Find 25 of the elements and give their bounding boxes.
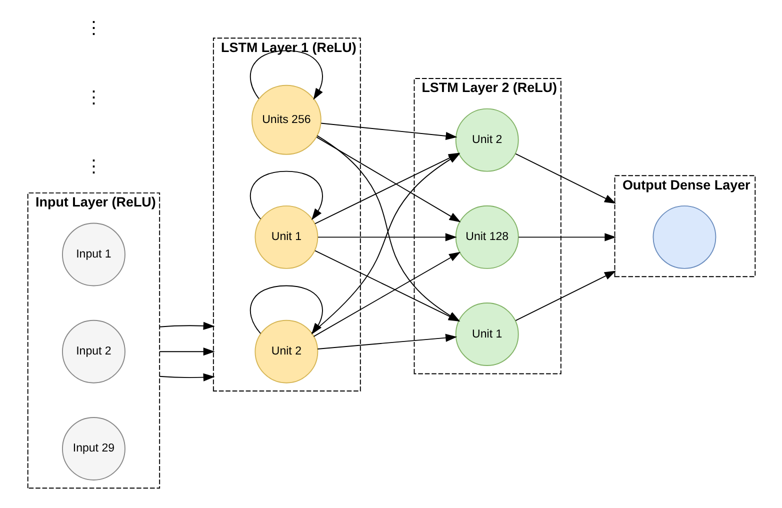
arrow [317,233,456,242]
arrow [316,334,457,350]
arrow [320,122,457,140]
node-circle: Unit 2 [454,108,518,172]
label: ⋮ [84,18,102,38]
node-circle: Unit 2 [254,320,318,384]
arrow [158,348,214,356]
node-circle [652,205,716,269]
arrow [249,170,322,220]
arrow [514,270,616,322]
node-circle: Units 256 [251,84,321,155]
label: ⋮ [84,86,102,107]
arrow [514,153,616,204]
node-circle: Unit 128 [454,205,518,269]
arrow [518,233,616,242]
node-circle: Unit 1 [454,302,518,366]
node-circle: Unit 1 [254,205,318,269]
label: ⋮ [84,156,102,176]
node-circle: Input 2 [61,320,125,384]
node-circle: Input 1 [61,222,125,286]
cluster: Output Dense Layer [614,175,756,278]
arrow [158,373,214,382]
arrow [249,50,322,100]
arrow [158,322,214,330]
node-circle: Input 29 [61,417,125,480]
